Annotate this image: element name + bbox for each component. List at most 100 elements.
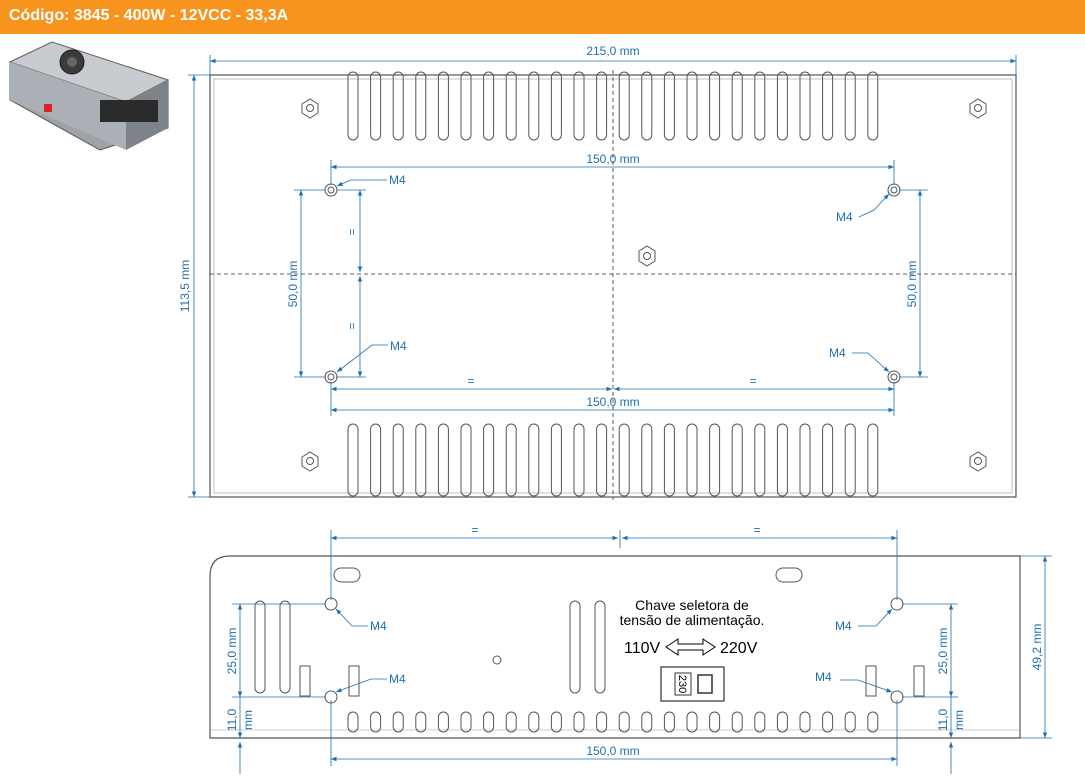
dim-hole-span-top: 150,0 mm (586, 152, 639, 166)
hex-nut-top-right (969, 98, 987, 119)
vent-slot (528, 423, 540, 497)
vent-slot (347, 423, 359, 497)
mount-hole (887, 183, 901, 197)
equal-mark: = (753, 523, 760, 537)
dim-base-offset-right: 11,0 (936, 708, 950, 731)
vent-slot (392, 423, 404, 497)
vent-slot (709, 711, 721, 733)
equal-mark: = (467, 374, 474, 388)
vent-slot (663, 711, 675, 733)
mount-hole (887, 370, 901, 384)
vent-slot (596, 711, 608, 733)
dim-base-offset-left: 11,0 (225, 708, 239, 731)
vent-slot (483, 423, 495, 497)
vent-slot (641, 711, 653, 733)
double-arrow-icon (665, 638, 716, 656)
vent-slot (392, 711, 404, 733)
vent-slot (573, 423, 585, 497)
vent-slot (799, 71, 811, 141)
vent-slot (550, 423, 562, 497)
vent-slot (596, 423, 608, 497)
vent-slot (754, 423, 766, 497)
vent-slot (573, 711, 585, 733)
top-vent-slots (347, 71, 879, 141)
m4-label: M4 (389, 672, 406, 686)
vent-slot (370, 71, 382, 141)
vent-slot (822, 423, 834, 497)
voltage-110: 110V (624, 640, 661, 657)
vent-slot (460, 423, 472, 497)
vent-slot (867, 423, 879, 497)
vent-slot (483, 71, 495, 141)
switch-red (44, 104, 52, 112)
vent-slot (505, 71, 517, 141)
selector-title-1: Chave seletora de (635, 597, 749, 613)
vent-slot (663, 423, 675, 497)
vent-slot (776, 423, 788, 497)
equal-mark: = (345, 322, 359, 329)
voltage-220: 220V (720, 640, 758, 657)
vent-slot (799, 711, 811, 733)
dim-side-pitch-left: 25,0 mm (225, 628, 239, 675)
mount-hole (324, 183, 338, 197)
dim-pitch-right: 50,0 mm (905, 261, 919, 308)
vent-slot (641, 71, 653, 141)
hex-nut-center (638, 245, 656, 267)
vent-slot (505, 711, 517, 733)
side-view: 230 Chave seletora de tensão de alimenta… (209, 523, 1052, 774)
vent-slot (370, 711, 382, 733)
vent-slot (822, 71, 834, 141)
vent-slot (776, 71, 788, 141)
vent-slot (370, 423, 382, 497)
hex-nut-top-left (301, 98, 319, 119)
product-photo (8, 41, 170, 151)
hex-nut-bottom-right (969, 451, 987, 472)
vent-slot (483, 711, 495, 733)
dim-width: 215,0 mm (586, 44, 639, 58)
vent-slot (731, 711, 743, 733)
vent-slot (528, 71, 540, 141)
vent-slot (347, 71, 359, 141)
vent-slot (709, 423, 721, 497)
equal-mark: = (749, 374, 756, 388)
page-title: Código: 3845 - 400W - 12VCC - 33,3A (9, 7, 289, 24)
side-vent-slots (347, 711, 879, 733)
vent-slot (844, 711, 856, 733)
m4-label: M4 (370, 619, 387, 633)
vent-slot (776, 711, 788, 733)
vent-slot (641, 423, 653, 497)
vent-slot (618, 71, 630, 141)
vent-slot (663, 71, 675, 141)
m4-label: M4 (390, 339, 407, 353)
vent-slot (686, 71, 698, 141)
vent-slot (437, 71, 449, 141)
hex-nut-bottom-left (301, 451, 319, 472)
vent-slot (460, 71, 472, 141)
vent-slot (709, 71, 721, 141)
vent-slot (754, 71, 766, 141)
dim-height: 113,5 mm (178, 260, 192, 312)
vent-slot (754, 711, 766, 733)
dim-side-height: 49,2 mm (1030, 624, 1044, 671)
vent-slot (867, 71, 879, 141)
equal-mark: = (471, 523, 478, 537)
vent-slot (550, 71, 562, 141)
top-outline (209, 74, 1017, 498)
vent-slot (528, 711, 540, 733)
vent-slot (596, 71, 608, 141)
vent-slot (415, 711, 427, 733)
vent-slot (550, 711, 562, 733)
dim-side-hole-span: 150,0 mm (586, 744, 639, 758)
side-outline (209, 555, 1021, 739)
vent-slot (731, 423, 743, 497)
vent-slot (347, 711, 359, 733)
vent-slot (460, 711, 472, 733)
m4-label: M4 (389, 173, 406, 187)
vent-slot (437, 711, 449, 733)
svg-text:mm: mm (952, 710, 966, 730)
m4-label: M4 (815, 670, 832, 684)
vent-slot (686, 711, 698, 733)
mount-hole (324, 370, 338, 384)
vent-slot (415, 423, 427, 497)
